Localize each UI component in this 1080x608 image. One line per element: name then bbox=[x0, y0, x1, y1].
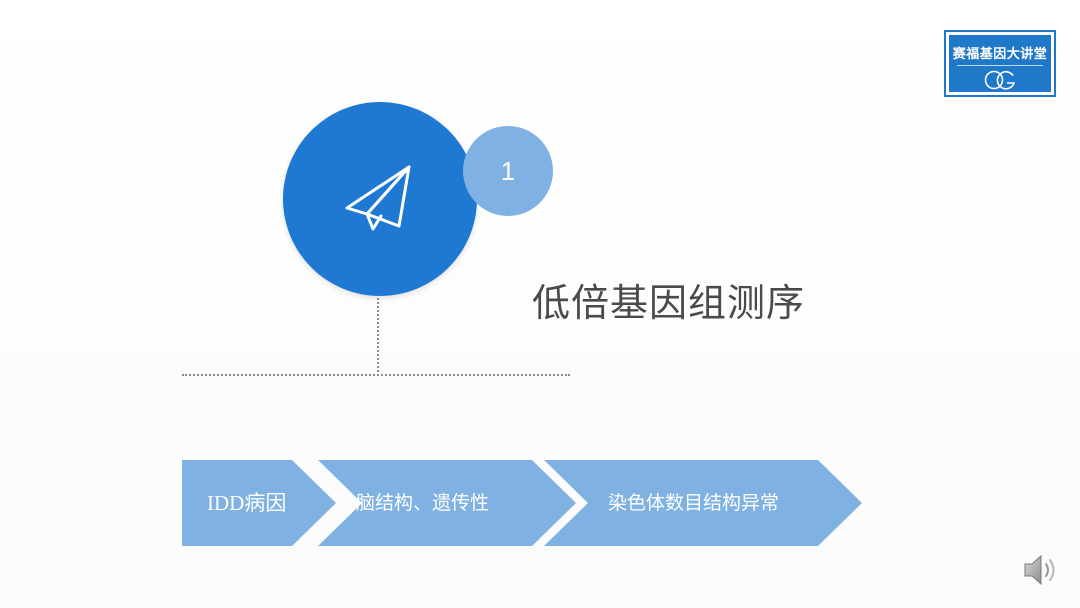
brand-mark-icon bbox=[984, 70, 1016, 90]
section-number: 1 bbox=[500, 156, 516, 186]
section-number-badge bbox=[463, 126, 553, 216]
flow-chevrons bbox=[182, 460, 862, 546]
dotted-connector-horizontal bbox=[182, 374, 570, 376]
brand-logo-text: 赛福基因大讲堂 bbox=[952, 47, 1048, 62]
flow-step-3-shape bbox=[544, 460, 862, 546]
flow-step-2-shape bbox=[318, 460, 576, 546]
speaker-icon[interactable] bbox=[1022, 552, 1060, 588]
flow-step-1-shape bbox=[182, 460, 336, 546]
flow-step-1-label: IDD病因 bbox=[207, 491, 287, 515]
paper-plane-icon bbox=[345, 165, 411, 231]
flow-step-2-label: 脑结构、遗传性 bbox=[356, 492, 490, 514]
brand-logo-divider bbox=[957, 65, 1043, 66]
brand-logo-panel: 赛福基因大讲堂 bbox=[949, 35, 1051, 92]
dotted-connector-vertical bbox=[377, 298, 379, 372]
section-title: 低倍基因组测序 bbox=[532, 281, 806, 325]
flow-step-3-label: 染色体数目结构异常 bbox=[608, 492, 780, 514]
brand-logo: 赛福基因大讲堂 bbox=[944, 30, 1056, 97]
